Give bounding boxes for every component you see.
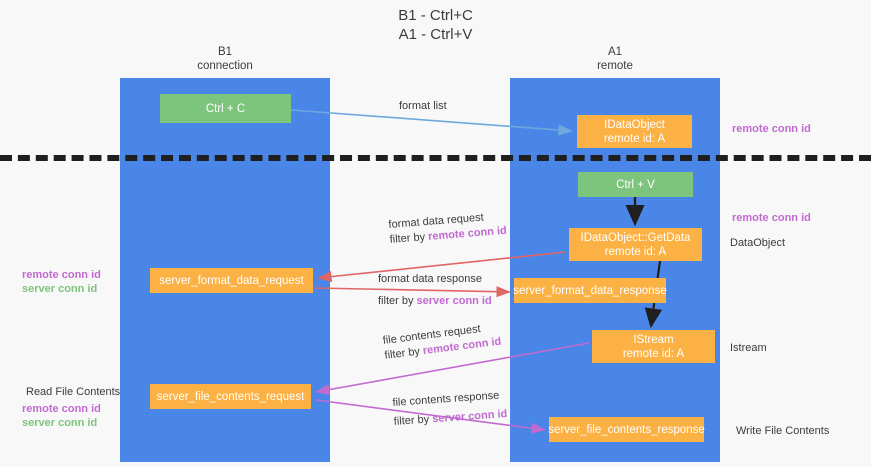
fcreq-prefix: filter by — [383, 345, 424, 362]
phase-divider — [0, 155, 871, 161]
edge-label-fdresp-line1: format data response — [378, 273, 482, 285]
node-ctrl-v[interactable]: Ctrl + V — [578, 172, 693, 197]
side-label-left-server-conn-id-2: server conn id — [22, 417, 98, 429]
node-istream-line1: IStream — [633, 333, 674, 346]
edge-label-fcresp-line2: filter by server conn id — [393, 407, 507, 430]
node-ctrl-c[interactable]: Ctrl + C — [160, 94, 291, 123]
side-label-istream: Istream — [730, 342, 767, 354]
node-idataobject-line1: IDataObject — [604, 118, 665, 131]
fdreq-prefix: filter by — [389, 230, 429, 246]
side-label-remote-conn-id-top: remote conn id — [732, 123, 811, 135]
side-label-left-remote-conn-id-2: remote conn id — [22, 403, 101, 415]
node-idataobject[interactable]: IDataObject remote id: A — [577, 115, 692, 148]
node-server-format-data-response[interactable]: server_format_data_response — [513, 278, 667, 303]
node-getdata-line1: IDataObject::GetData — [580, 231, 691, 244]
node-server-file-contents-response[interactable]: server_file_contents_response — [548, 417, 705, 442]
edge-label-format-list: format list — [399, 100, 447, 112]
side-label-left-conn-ids-top: remote conn id server conn id — [22, 268, 101, 296]
edge-label-fdresp-line2: filter by server conn id — [378, 294, 492, 309]
node-idataobject-line2: remote id: A — [603, 132, 666, 145]
page-title: B1 - Ctrl+C A1 - Ctrl+V — [0, 6, 871, 44]
fdresp-highlight: server conn id — [416, 295, 492, 307]
side-label-dataobject: DataObject — [730, 237, 786, 249]
lane-header-a1: A1 remote — [510, 45, 720, 73]
node-idataobject-getdata[interactable]: IDataObject::GetData remote id: A — [569, 228, 702, 261]
side-label-left-remote-conn-id: remote conn id — [22, 269, 101, 281]
lane-header-b1-sub: connection — [197, 60, 253, 72]
edge-label-file-contents-request: file contents request filter by remote c… — [382, 320, 502, 364]
edge-label-file-contents-response: file contents response filter by server … — [392, 388, 508, 430]
edge-label-format-data-request: format data request filter by remote con… — [388, 209, 507, 248]
title-line-1: B1 - Ctrl+C — [398, 7, 473, 24]
node-istream[interactable]: IStream remote id: A — [592, 330, 715, 363]
lane-header-a1-name: A1 — [607, 46, 623, 58]
node-istream-line2: remote id: A — [622, 347, 685, 360]
side-label-left-conn-ids-bottom: remote conn id server conn id — [22, 402, 101, 430]
node-getdata-line2: remote id: A — [604, 245, 667, 258]
fdresp-prefix: filter by — [378, 295, 417, 307]
side-label-read-file-contents: Read File Contents — [26, 386, 121, 398]
side-label-remote-conn-id-mid: remote conn id — [732, 212, 811, 224]
side-label-left-server-conn-id: server conn id — [22, 283, 98, 295]
lane-header-b1: B1 connection — [120, 45, 330, 73]
lane-header-a1-sub: remote — [597, 60, 633, 72]
side-label-write-file-contents: Write File Contents — [736, 425, 830, 437]
node-server-file-contents-request[interactable]: server_file_contents_request — [150, 384, 311, 409]
fcresp-prefix: filter by — [393, 413, 433, 428]
fcresp-highlight: server conn id — [431, 408, 508, 426]
edge-label-format-data-response: format data response filter by server co… — [378, 272, 492, 309]
node-server-format-data-request[interactable]: server_format_data_request — [150, 268, 313, 293]
lane-header-b1-name: B1 — [217, 46, 233, 58]
title-line-2: A1 - Ctrl+V — [398, 26, 473, 43]
